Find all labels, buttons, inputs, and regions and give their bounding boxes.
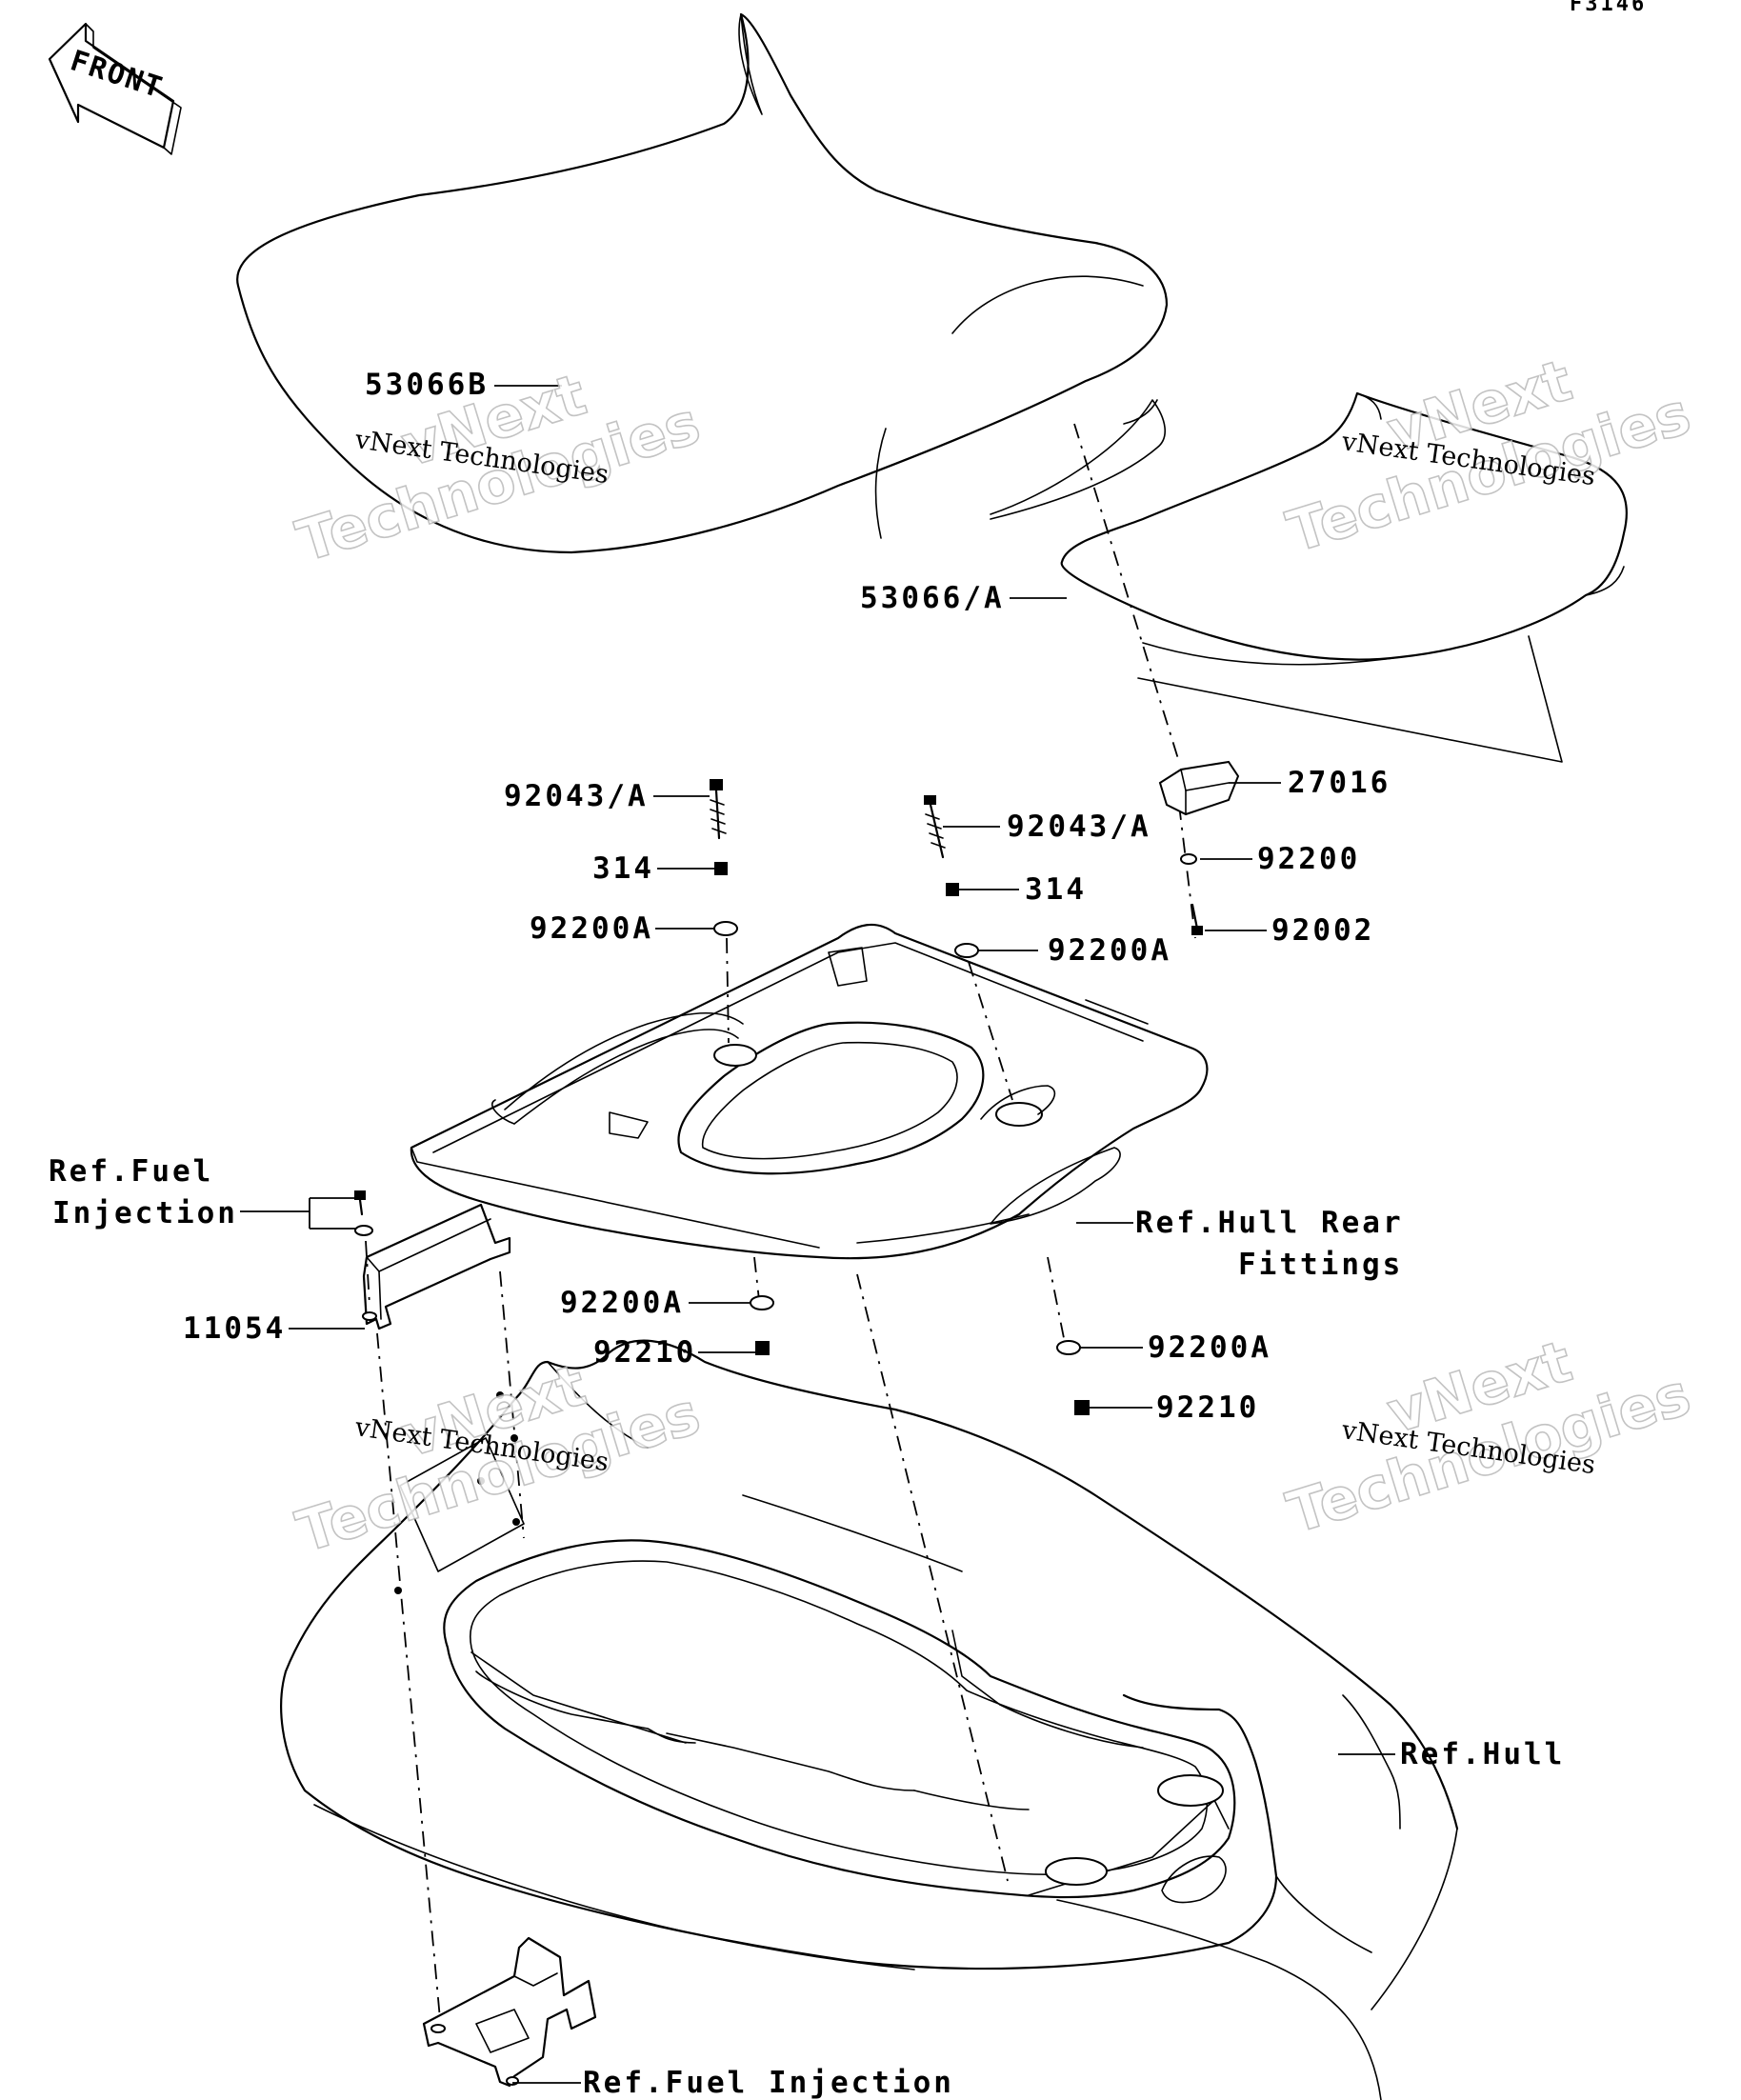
bolt-92043a-right [924,795,946,859]
nut-92210-right [1074,1400,1090,1415]
latch-27016 [1158,760,1240,816]
watermark-bottom-left: vNext Technologies vNext Technologies [289,1351,709,1567]
label-92200a-right: 92200A [1048,933,1171,968]
washer-92200a-lower-right [1056,1340,1081,1355]
label-92200a-lower-right: 92200A [1148,1330,1271,1365]
label-92210-right: 92210 [1156,1390,1259,1425]
bolt-92043a-left [710,779,727,840]
washer-92200 [1180,853,1197,865]
nut-314-right [946,883,959,896]
label-314-right: 314 [1025,872,1087,907]
label-53066a: 53066/A [860,581,1005,615]
hull [280,1339,1459,2100]
label-92200: 92200 [1257,842,1360,876]
label-27016: 27016 [1288,766,1391,800]
label-ref-hull-rear-line2: Fittings [1238,1248,1403,1282]
label-92002: 92002 [1271,913,1374,948]
washer-92200a-lower-left [750,1295,774,1310]
label-92200a-left: 92200A [530,911,653,946]
label-92043a-right: 92043/A [1007,810,1151,844]
label-53066b: 53066B [365,368,489,402]
label-92200a-lower-left: 92200A [560,1286,684,1320]
watermark-top-right: vNext Technologies vNext Technologies [1279,347,1699,567]
label-92043a-left: 92043/A [504,779,649,813]
washer-92200a-right [954,943,979,958]
bolt-92002 [1191,903,1203,935]
hull-rear-fittings [410,923,1209,1260]
watermark-bottom-right: vNext Technologies vNext Technologies [1279,1328,1699,1548]
diagram-code: F3146 [1570,0,1647,16]
washer-fuel-injection [354,1225,373,1236]
label-92210-left: 92210 [593,1335,696,1370]
label-ref-fuel-line2: Injection [52,1196,238,1230]
label-ref-fuel-injection-bottom: Ref.Fuel Injection [583,2066,954,2100]
label-ref-hull: Ref.Hull [1400,1737,1565,1771]
bracket-11054 [362,1203,511,1330]
front-arrow-icon: FRONT [48,22,182,155]
label-ref-fuel-line1: Ref.Fuel [49,1154,213,1189]
bolt-fuel-injection [354,1190,366,1200]
label-11054: 11054 [183,1311,286,1346]
label-ref-hull-rear-line1: Ref.Hull Rear [1135,1206,1404,1240]
front-seat [236,12,1169,554]
front-arrow-label: FRONT [67,44,168,105]
nut-314-left [714,862,728,875]
fuel-injection-bracket-bottom [422,1936,597,2088]
washer-92200a-left [713,921,738,936]
rear-seat [1060,391,1628,763]
nut-92210-left [755,1341,770,1355]
label-314-left: 314 [592,851,654,886]
